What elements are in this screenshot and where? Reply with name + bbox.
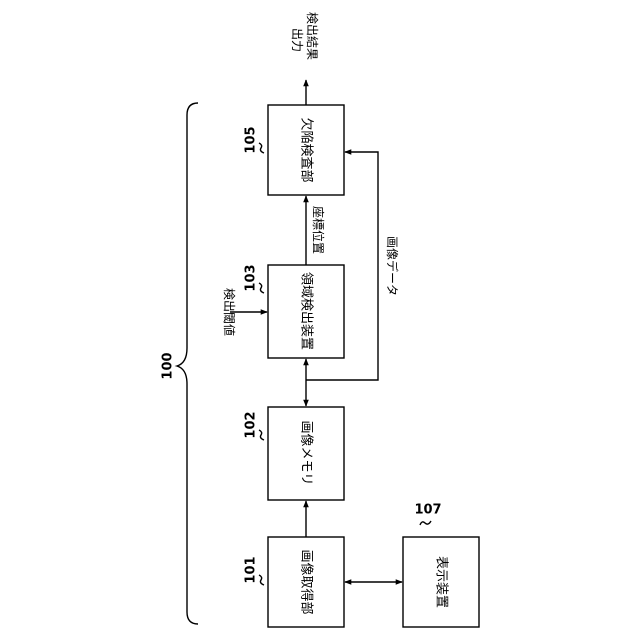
- ref-102: 102: [244, 411, 259, 438]
- ref-107-leader: [420, 521, 431, 525]
- ref-105: 105: [244, 126, 259, 153]
- ref-103: 103: [244, 264, 259, 291]
- label-102: 画像メモリ: [299, 420, 314, 485]
- ref-101: 101: [244, 556, 259, 583]
- label-107: 表示装置: [434, 556, 449, 608]
- ref-102-leader: [259, 430, 264, 440]
- label-output-line2: 出力: [290, 28, 304, 52]
- label-coordinates: 座標位置: [311, 206, 326, 254]
- ref-107: 107: [414, 503, 441, 518]
- label-image-data: 画像データ: [385, 236, 400, 296]
- label-output-line1: 検出結果: [305, 12, 319, 60]
- image-data-path: [306, 152, 378, 380]
- label-103: 領域検出装置: [299, 272, 315, 350]
- label-105: 欠陥検査部: [299, 117, 315, 182]
- system-brace: [177, 103, 198, 624]
- ref-101-leader: [259, 575, 264, 585]
- ref-100: 100: [161, 352, 176, 379]
- ref-103-leader: [259, 283, 264, 293]
- label-threshold: 検出閾値: [222, 288, 237, 336]
- ref-105-leader: [259, 143, 264, 153]
- label-101: 画像取得部: [299, 549, 315, 614]
